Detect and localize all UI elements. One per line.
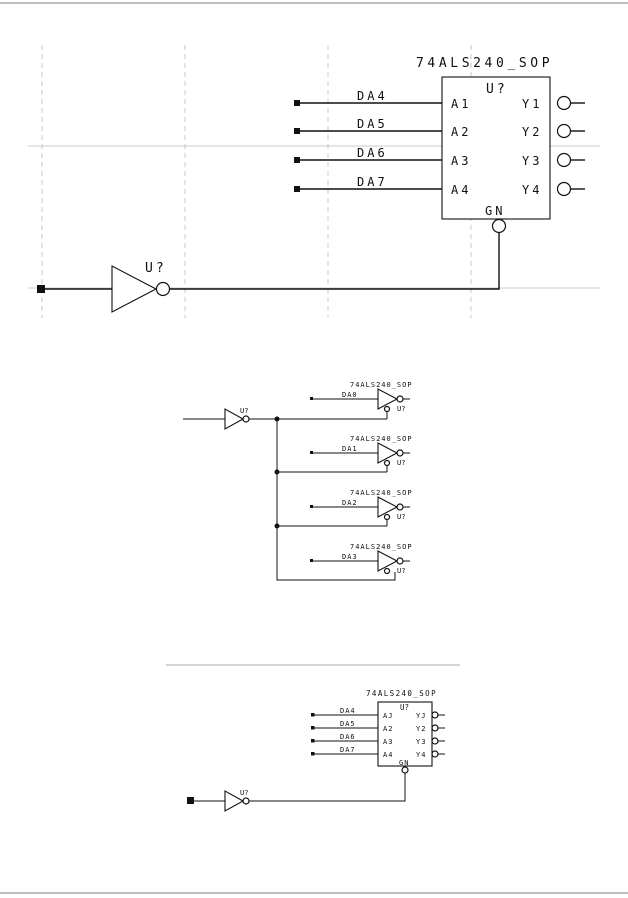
net-label: DA1 xyxy=(342,445,358,453)
port-terminal xyxy=(294,128,300,134)
port-terminal xyxy=(311,726,315,730)
gate-ref: U? xyxy=(397,513,405,521)
net-label: DA5 xyxy=(340,720,356,728)
pin-label: A3 xyxy=(383,738,393,746)
gate-ref: U? xyxy=(397,405,405,413)
net-label: DA6 xyxy=(340,733,356,741)
buffer-symbol xyxy=(377,550,399,572)
net-label: DA5 xyxy=(357,117,388,131)
inversion-bubble xyxy=(431,724,439,732)
enable-wire xyxy=(249,773,406,802)
pin-label: A1 xyxy=(451,97,471,111)
inverter-ref: U? xyxy=(240,789,248,797)
net-label: DA7 xyxy=(357,175,388,189)
inversion-bubble xyxy=(242,797,250,805)
diagram-1: 74ALS240_SOP U? DA4 DA5 DA6 DA7 A1 A2 A3… xyxy=(28,45,600,318)
inversion-bubble xyxy=(396,557,404,565)
pin-label: Y4 xyxy=(416,751,426,759)
port-terminal xyxy=(187,797,194,804)
buffer-gate-2: 74ALS240_SOP DA2 U? xyxy=(310,489,413,526)
chip-name: 74ALS240_SOP xyxy=(416,56,553,71)
port-terminal xyxy=(311,752,315,756)
buffer-gate-3: 74ALS240_SOP DA3 U? xyxy=(310,543,413,575)
pin-label: Y3 xyxy=(522,154,542,168)
pin-label: A4 xyxy=(383,751,393,759)
pin-label: Y2 xyxy=(522,125,542,139)
diagram-2: U? 74ALS240_SOP DA0 U? 74ALS240_SOP DA1 xyxy=(183,381,413,581)
inversion-bubble xyxy=(431,711,439,719)
gate-ref: U? xyxy=(397,567,405,575)
chip-name: 74ALS240_SOP xyxy=(350,435,413,443)
pin-label: Y4 xyxy=(522,183,542,197)
chip-ref: U? xyxy=(400,703,409,712)
buffer-symbol xyxy=(377,442,399,464)
pin-label: AJ xyxy=(383,712,393,720)
inversion-bubble xyxy=(155,281,171,297)
net-label: DA6 xyxy=(357,146,388,160)
inversion-bubble xyxy=(396,395,404,403)
net-label: DA7 xyxy=(340,746,356,754)
inversion-bubble xyxy=(383,459,391,467)
bus-wire xyxy=(276,419,396,581)
chip-name: 74ALS240_SOP xyxy=(366,689,437,698)
inversion-bubble xyxy=(556,95,572,111)
junction-dot xyxy=(274,416,280,422)
inversion-bubble xyxy=(242,415,250,423)
inversion-bubble xyxy=(491,218,507,234)
buffer-symbol xyxy=(377,496,399,518)
inversion-bubble xyxy=(431,750,439,758)
port-terminal xyxy=(294,100,300,106)
chip-name: 74ALS240_SOP xyxy=(350,489,413,497)
inverter-symbol xyxy=(224,408,245,430)
chip-name: 74ALS240_SOP xyxy=(350,381,413,389)
junction-dot xyxy=(274,469,280,475)
inversion-bubble xyxy=(431,737,439,745)
pin-label: A2 xyxy=(383,725,393,733)
pin-label: Y2 xyxy=(416,725,426,733)
inverter-symbol xyxy=(224,790,245,812)
inverter-ref: U? xyxy=(145,261,167,276)
inversion-bubble xyxy=(396,449,404,457)
inversion-bubble xyxy=(383,567,391,575)
enable-wire xyxy=(170,233,500,290)
net-label: DA4 xyxy=(357,89,388,103)
port-terminal xyxy=(294,186,300,192)
pin-label: YJ xyxy=(416,712,426,720)
inversion-bubble xyxy=(556,123,572,139)
port-terminal xyxy=(37,285,45,293)
net-label: DA0 xyxy=(342,391,358,399)
pin-label: Y3 xyxy=(416,738,426,746)
diagram-3: 74ALS240_SOP U? DA4 DA5 DA6 DA7 AJ A2 A3… xyxy=(187,689,445,812)
port-terminal xyxy=(311,713,315,717)
pin-label: Y1 xyxy=(522,97,542,111)
pin-label: A3 xyxy=(451,154,471,168)
port-terminal xyxy=(311,739,315,743)
chip-ref: U? xyxy=(486,82,508,97)
net-label: DA2 xyxy=(342,499,358,507)
chip-name: 74ALS240_SOP xyxy=(350,543,413,551)
buffer-gate-1: 74ALS240_SOP DA1 U? xyxy=(310,435,413,472)
inversion-bubble xyxy=(556,152,572,168)
inversion-bubble xyxy=(383,405,391,413)
enable-pin-label: GN xyxy=(485,204,505,218)
buffer-symbol xyxy=(377,388,399,410)
chip-body xyxy=(441,76,551,220)
inversion-bubble xyxy=(556,181,572,197)
port-terminal xyxy=(294,157,300,163)
net-label: DA3 xyxy=(342,553,358,561)
inverter-ref: U? xyxy=(240,407,248,415)
chip-body xyxy=(377,701,433,767)
inversion-bubble xyxy=(383,513,391,521)
inverter-symbol xyxy=(111,265,158,313)
inversion-bubble xyxy=(396,503,404,511)
buffer-gate-0: 74ALS240_SOP DA0 U? xyxy=(310,381,413,419)
junction-dot xyxy=(274,523,280,529)
pin-label: A4 xyxy=(451,183,471,197)
enable-pin-label: GN xyxy=(399,759,409,767)
net-label: DA4 xyxy=(340,707,356,715)
inversion-bubble xyxy=(401,766,409,774)
gate-ref: U? xyxy=(397,459,405,467)
pin-label: A2 xyxy=(451,125,471,139)
